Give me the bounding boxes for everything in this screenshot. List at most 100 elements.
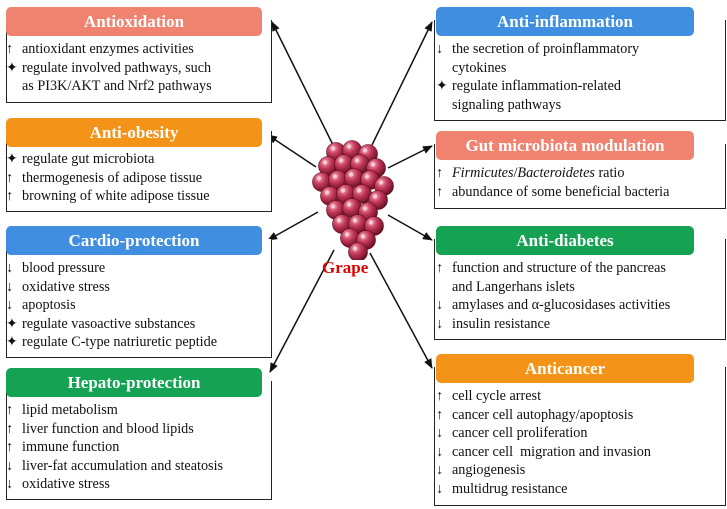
grape-label: Grape xyxy=(322,258,369,277)
anticancer-box xyxy=(434,367,726,506)
list-item: ↓cancer cell migration and invasion xyxy=(436,443,651,462)
item-text: function and structure of the pancreas xyxy=(452,260,666,276)
anti-diabetes-title: Anti-diabetes xyxy=(436,226,694,255)
berry-highlight xyxy=(360,234,366,239)
item-text-rest: ratio xyxy=(594,165,625,181)
down-arrow-icon: ↓ xyxy=(6,260,14,276)
anti-obesity-items: ✦regulate gut microbiota↑thermogenesis o… xyxy=(6,150,210,206)
list-item: ↓cancer cell proliferation xyxy=(436,424,651,443)
item-text: cancer cell autophagy/apoptosis xyxy=(452,406,634,423)
list-item: ↑ browning of white adipose tissue xyxy=(6,187,210,206)
item-text: immune function xyxy=(22,439,120,455)
berry-highlight xyxy=(332,174,338,179)
up-arrow-icon: ↑ xyxy=(6,41,14,57)
down-arrow-icon: ↓ xyxy=(436,425,444,441)
star-bullet-icon: ✦ xyxy=(6,59,18,76)
list-item: ↑Firmicutes/Bacteroidetes ratio xyxy=(436,164,669,183)
list-item: ↑thermogenesis of adipose tissue xyxy=(6,169,210,188)
list-item: ✦regulate involved pathways, such xyxy=(6,59,212,78)
item-text: liver-fat accumulation and steatosis xyxy=(22,457,224,474)
item-text: apoptosis xyxy=(22,297,76,313)
item-text: cancer cell migration and invasion xyxy=(452,443,651,460)
arrow-anti-inflammation xyxy=(371,21,433,146)
berry-highlight xyxy=(346,144,352,149)
cardio-protection-title: Cardio-protection xyxy=(6,226,262,255)
item-text: Firmicutes/Bacteroidetes ratio xyxy=(452,164,624,183)
star-bullet-icon: ✦ xyxy=(436,78,448,94)
berry-highlight xyxy=(352,246,358,251)
berry-highlight xyxy=(362,206,368,211)
item-text: browning of white adipose tissue xyxy=(22,188,210,204)
down-arrow-icon: ↓ xyxy=(436,462,444,478)
anticancer-items: ↑ cell cycle arrest ↑ cancer cell autophagy… xyxy=(436,387,651,498)
list-item: as PI3K/AKT and Nrf2 pathways xyxy=(6,77,212,96)
item-text: regulate C-type natriuretic peptide xyxy=(22,334,217,350)
arrow-anticancer xyxy=(369,252,433,369)
down-arrow-icon: ↓ xyxy=(6,297,14,313)
berry-highlight xyxy=(352,218,358,223)
item-text: and Langerhans islets xyxy=(452,278,575,295)
separator: / xyxy=(513,165,518,181)
item-text: blood pressure xyxy=(22,260,106,276)
list-item: ↓amylases and α-glucosidases activities xyxy=(436,296,670,315)
berry-highlight xyxy=(372,194,378,199)
anti-obesity-title: Anti-obesity xyxy=(6,118,262,147)
down-arrow-icon: ↓ xyxy=(436,41,444,57)
hepato-protection-box xyxy=(6,381,272,500)
up-arrow-icon: ↑ xyxy=(6,439,14,455)
list-item: ✦regulate gut microbiota xyxy=(6,150,210,169)
indent xyxy=(436,59,452,78)
gut-microbiota-items: ↑Firmicutes/Bacteroidetes ratio↑abundanc… xyxy=(436,164,669,201)
up-arrow-icon: ↑ xyxy=(436,406,444,423)
list-item: ↑ immune function xyxy=(6,438,223,457)
up-arrow-icon: ↑ xyxy=(6,402,14,418)
list-item: cytokines xyxy=(436,59,639,78)
list-item: ↓ blood pressure xyxy=(6,259,217,278)
item-text: regulate inflammation-related xyxy=(452,78,621,94)
arrow-anti-diabetes xyxy=(387,214,433,241)
star-bullet-icon: ✦ xyxy=(6,315,18,332)
berry-highlight xyxy=(322,160,328,165)
list-item: ↑ antioxidant enzymes activities xyxy=(6,40,212,59)
arrow-anti-obesity xyxy=(267,134,317,168)
up-arrow-icon: ↑ xyxy=(436,183,444,200)
berry-highlight xyxy=(368,220,374,225)
berry-highlight xyxy=(378,180,384,185)
berry-highlight xyxy=(354,158,360,163)
indent xyxy=(6,77,22,96)
item-text: lipid metabolism xyxy=(22,402,118,418)
item-text: as PI3K/AKT and Nrf2 pathways xyxy=(22,78,212,94)
up-arrow-icon: ↑ xyxy=(6,188,14,204)
berry-highlight xyxy=(364,174,370,179)
item-text: multidrug resistance xyxy=(452,480,568,497)
up-arrow-icon: ↑ xyxy=(436,260,444,276)
arrow-hepato-protection xyxy=(269,249,335,373)
list-item: ↓oxidative stress xyxy=(6,475,223,494)
down-arrow-icon: ↓ xyxy=(6,278,14,295)
item-text: cell cycle arrest xyxy=(452,388,542,404)
indent xyxy=(436,278,452,297)
item-text: regulate involved pathways, such xyxy=(22,59,212,76)
list-item: ↓liver-fat accumulation and steatosis xyxy=(6,457,223,476)
down-arrow-icon: ↓ xyxy=(6,476,14,492)
up-arrow-icon: ↑ xyxy=(6,420,14,437)
hepato-protection-title: Hepato-protection xyxy=(6,368,262,397)
item-text: thermogenesis of adipose tissue xyxy=(22,169,203,186)
list-item: ↑liver function and blood lipids xyxy=(6,420,223,439)
berry-highlight xyxy=(370,162,376,167)
list-item: ↑ cancer cell autophagy/apoptosis xyxy=(436,406,651,425)
item-text: antioxidant enzymes activities xyxy=(22,41,194,57)
list-item: ↓angiogenesis xyxy=(436,461,651,480)
item-text: signaling pathways xyxy=(452,96,562,113)
star-bullet-icon: ✦ xyxy=(6,334,18,350)
grape-cluster-image xyxy=(312,140,394,260)
cardio-protection-items: ↓blood pressure↓oxidative stress↓apoptos… xyxy=(6,259,217,352)
item-text: regulate vasoactive substances xyxy=(22,315,196,332)
arrow-cardio-protection xyxy=(267,211,319,241)
berry-highlight xyxy=(336,218,342,223)
list-item: ↑ function and structure of the pancreas xyxy=(436,259,670,278)
berry-highlight xyxy=(338,158,344,163)
berry-highlight xyxy=(362,148,368,153)
